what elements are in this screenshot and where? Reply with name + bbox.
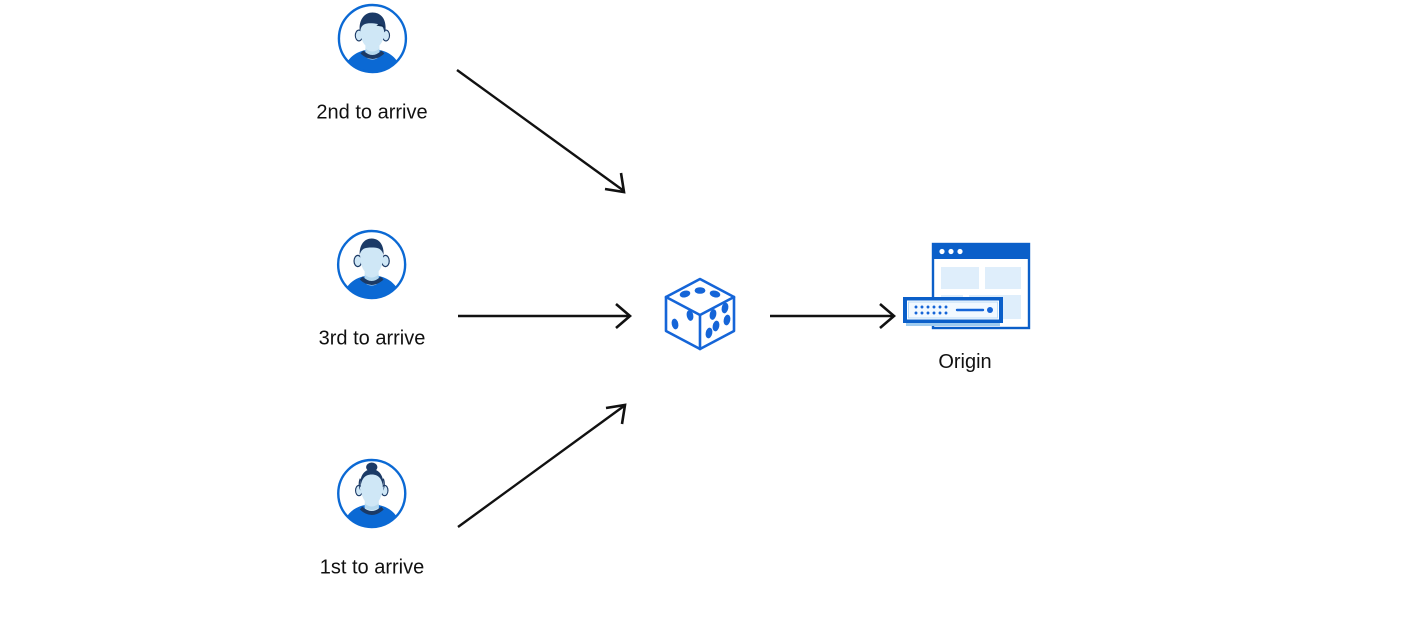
node-randomizer — [658, 271, 742, 355]
arrow-dice-to-origin — [770, 303, 896, 329]
arrow-1st-to-dice — [457, 403, 627, 528]
arrow-3rd-to-dice — [458, 303, 632, 329]
node-user-1st: 1st to arrive — [320, 457, 424, 580]
node-user-3rd: 3rd to arrive — [318, 228, 426, 351]
user-avatar-icon — [335, 457, 409, 531]
node-origin: Origin — [895, 236, 1035, 374]
dice-icon — [658, 271, 742, 355]
node-label-user-1st: 1st to arrive — [319, 556, 425, 579]
arrow-2nd-to-dice — [456, 69, 626, 194]
user-avatar-icon — [335, 228, 409, 302]
user-avatar-icon — [335, 2, 409, 76]
node-label-user-2nd: 2nd to arrive — [316, 101, 428, 124]
origin-server-icon — [895, 236, 1035, 336]
node-user-2nd: 2nd to arrive — [316, 2, 428, 125]
node-label-user-3rd: 3rd to arrive — [318, 327, 426, 350]
router-appliance-icon — [903, 297, 1003, 326]
node-label-origin: Origin — [938, 351, 992, 373]
